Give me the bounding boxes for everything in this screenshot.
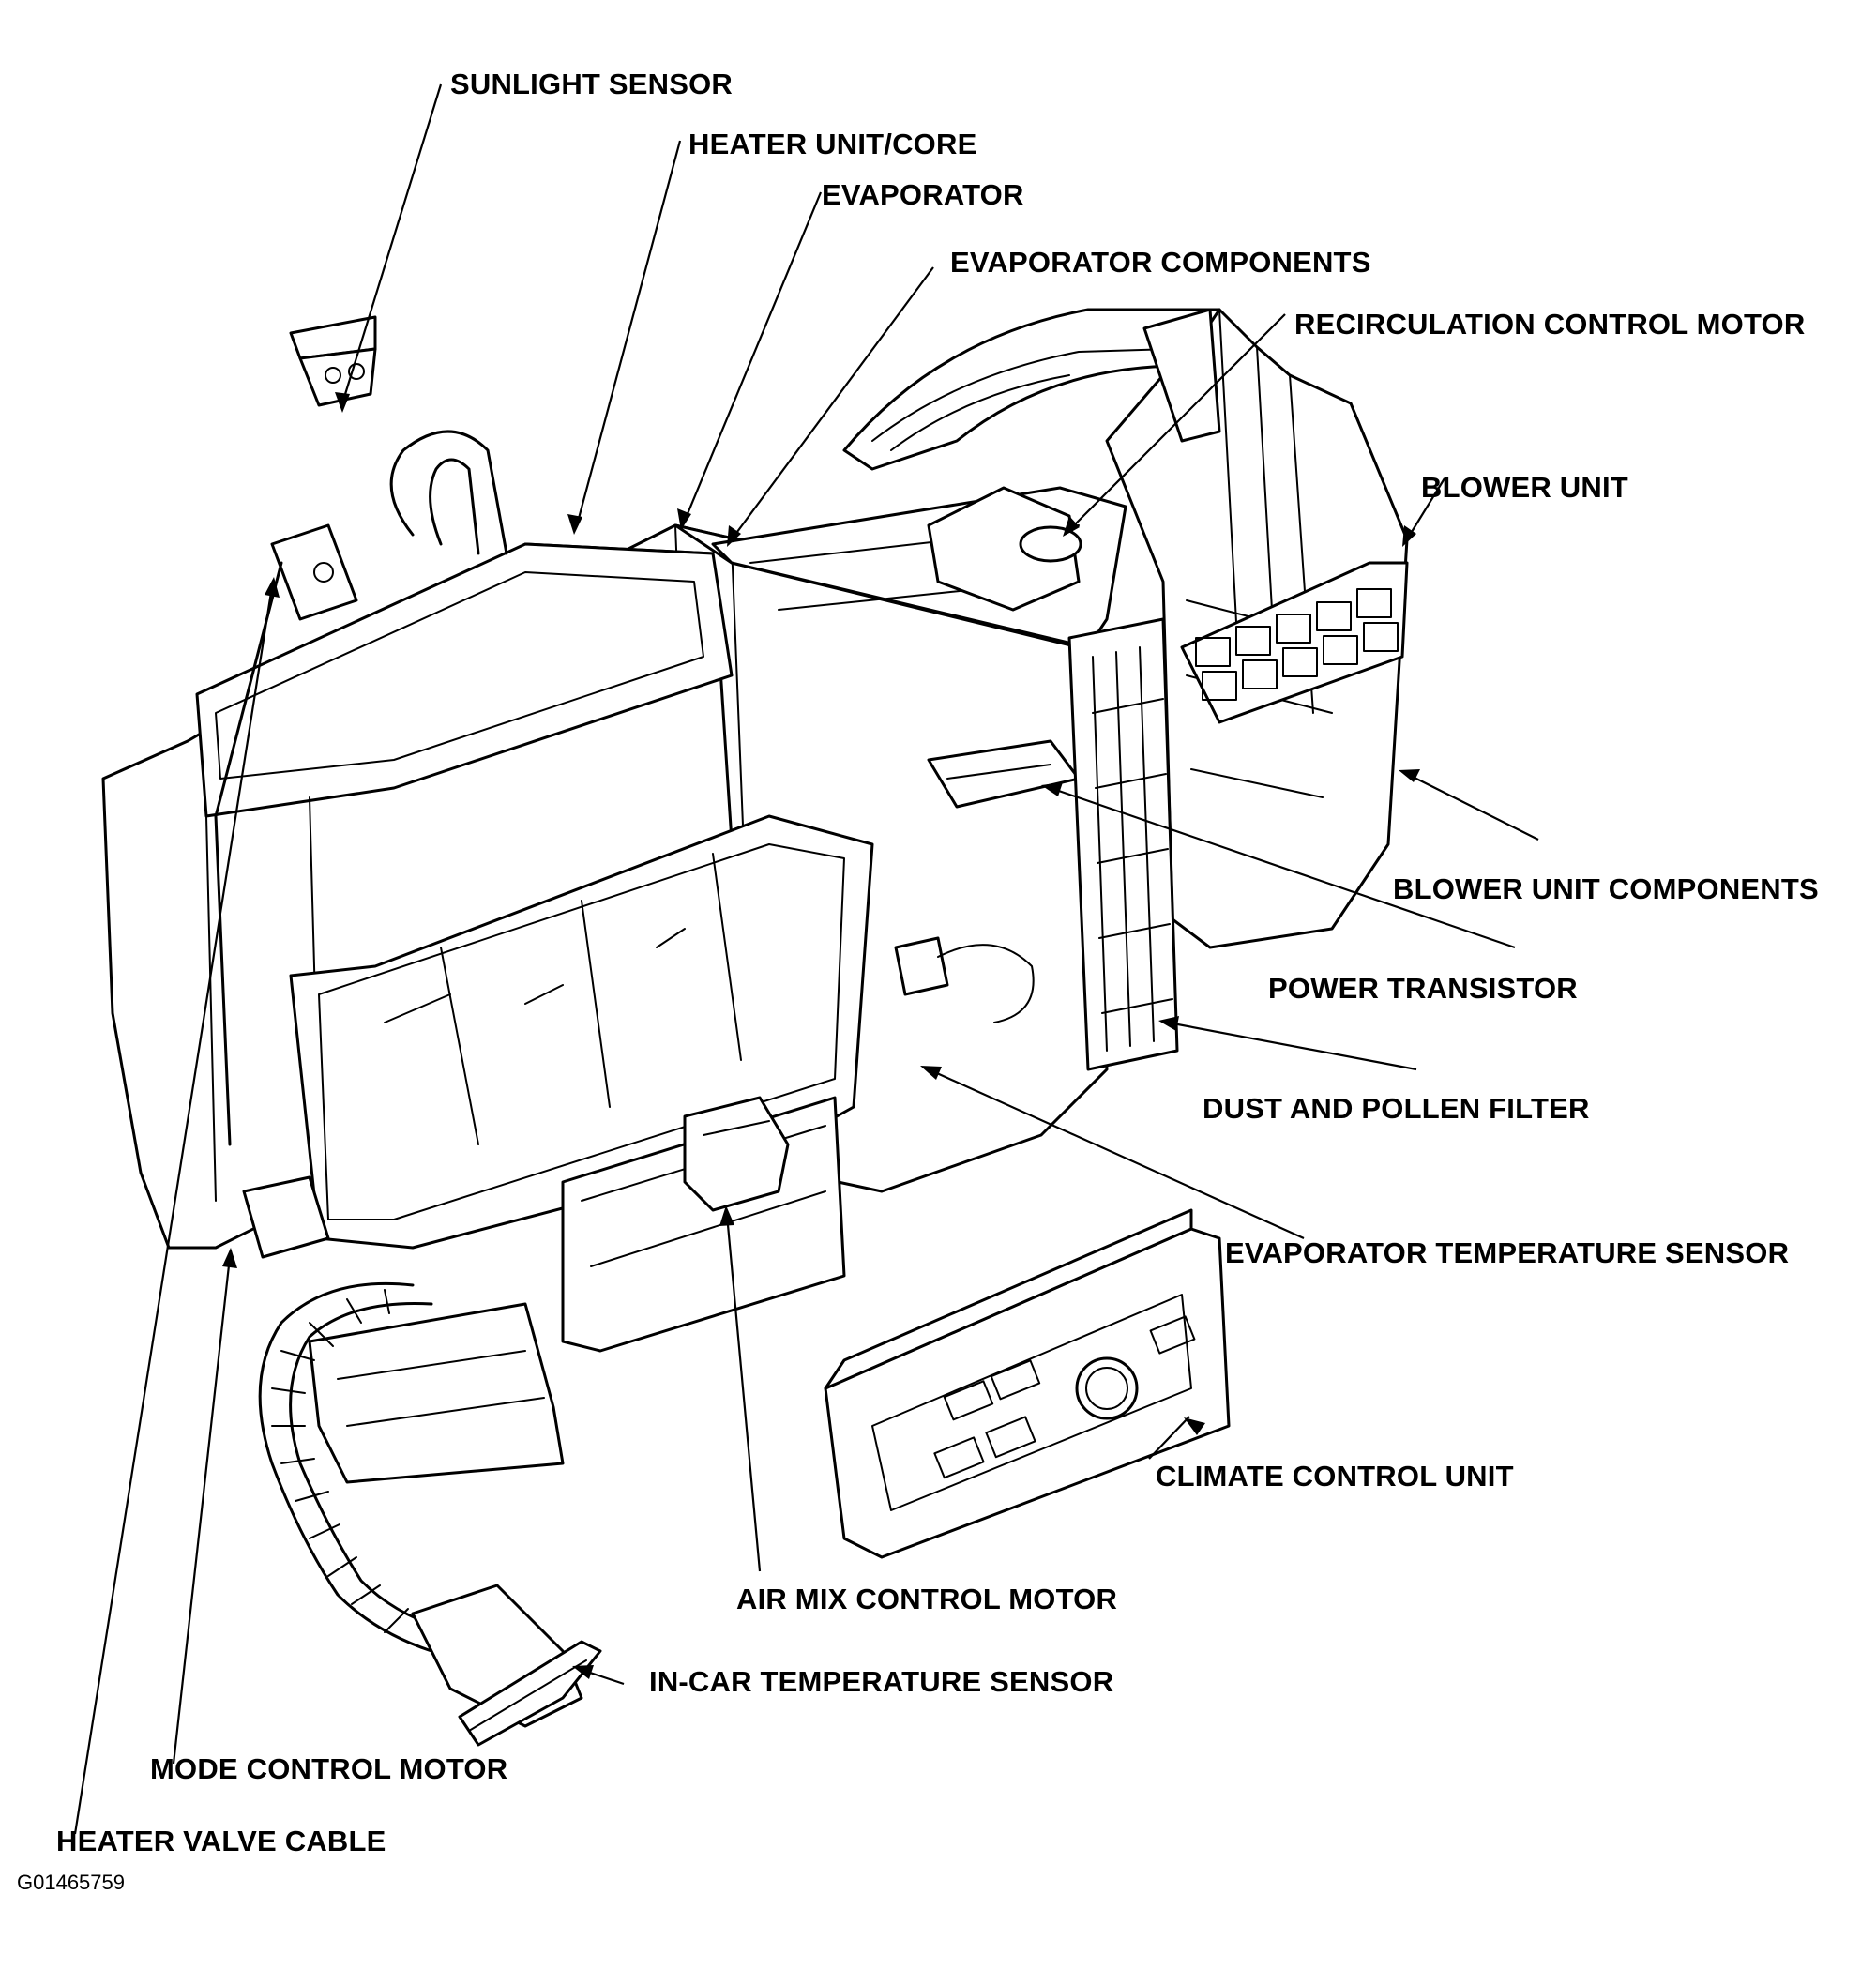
label-blower-unit-components: BLOWER UNIT COMPONENTS xyxy=(1393,872,1819,905)
label-evaporator-temperature-sensor: EVAPORATOR TEMPERATURE SENSOR xyxy=(1225,1236,1790,1269)
label-sunlight-sensor: SUNLIGHT SENSOR xyxy=(450,68,733,100)
label-in-car-temperature-sensor: IN-CAR TEMPERATURE SENSOR xyxy=(649,1665,1114,1698)
label-dust-and-pollen-filter: DUST AND POLLEN FILTER xyxy=(1203,1092,1590,1125)
label-recirculation-control-motor: RECIRCULATION CONTROL MOTOR xyxy=(1294,308,1806,341)
leader-lines xyxy=(73,83,1539,1835)
label-heater-valve-cable: HEATER VALVE CABLE xyxy=(56,1825,386,1857)
blower-unit-drawing xyxy=(842,308,1409,949)
air-duct-drawing xyxy=(242,814,874,1484)
climate-control-unit-drawing xyxy=(824,1208,1231,1559)
label-evaporator: EVAPORATOR xyxy=(822,178,1024,211)
label-evaporator-components: EVAPORATOR COMPONENTS xyxy=(950,246,1371,279)
wire-harness-drawing xyxy=(258,1281,602,1747)
figure-code: G01465759 xyxy=(17,1871,125,1894)
label-power-transistor: POWER TRANSISTOR xyxy=(1268,972,1578,1005)
label-blower-unit: BLOWER UNIT xyxy=(1421,471,1628,504)
label-climate-control-unit: CLIMATE CONTROL UNIT xyxy=(1156,1460,1514,1493)
label-air-mix-control-motor: AIR MIX CONTROL MOTOR xyxy=(736,1583,1118,1615)
label-mode-control-motor: MODE CONTROL MOTOR xyxy=(150,1752,508,1785)
label-heater-unit-core: HEATER UNIT/CORE xyxy=(688,128,977,160)
